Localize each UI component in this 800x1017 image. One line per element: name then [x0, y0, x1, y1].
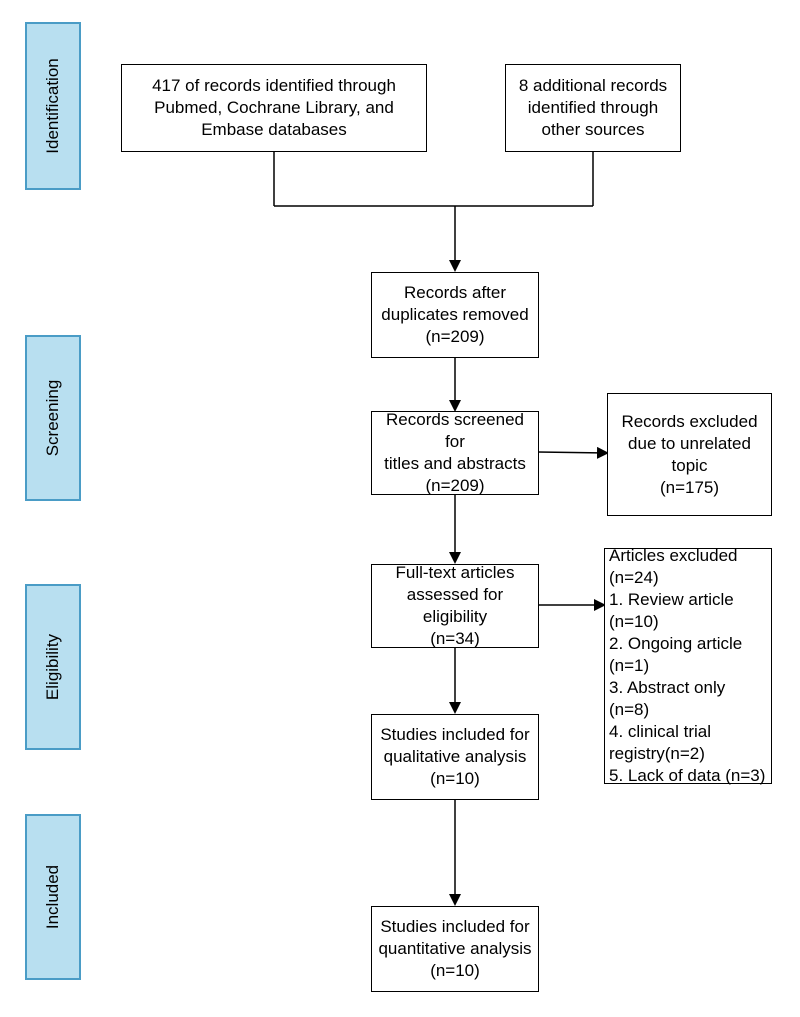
quantitative-analysis-box: Studies included for quantitative analys…	[371, 906, 539, 992]
records-screened-box: Records screened for titles and abstract…	[371, 410, 539, 495]
records-identified-databases-box: 417 of records identified through Pubmed…	[121, 64, 427, 152]
fulltext-assessed-box: Full-text articles assessed for eligibil…	[371, 563, 539, 648]
stage-eligibility: Eligibility	[25, 584, 81, 750]
qualitative-analysis-text: Studies included for qualitative analysi…	[380, 725, 530, 788]
records-screened-text: Records screened for titles and abstract…	[384, 410, 526, 495]
records-after-duplicates-box: Records after duplicates removed (n=209)	[371, 272, 539, 358]
records-after-duplicates-text: Records after duplicates removed (n=209)	[381, 283, 529, 346]
additional-records-box: 8 additional records identified through …	[505, 64, 681, 152]
additional-records-text: 8 additional records identified through …	[518, 76, 668, 139]
records-excluded-topic-text: Records excluded due to unrelated topic …	[621, 411, 758, 497]
records-identified-databases-text: 417 of records identified through Pubmed…	[152, 76, 396, 139]
stage-included: Included	[25, 814, 81, 980]
qualitative-analysis-box: Studies included for qualitative analysi…	[371, 714, 539, 800]
articles-excluded-text: Articles excluded (n=24) 1. Review artic…	[609, 546, 766, 785]
records-excluded-topic-box: Records excluded due to unrelated topic …	[607, 393, 772, 516]
arrow-to-excluded-topic	[537, 446, 609, 459]
fulltext-assessed-text: Full-text articles assessed for eligibil…	[395, 563, 515, 648]
stage-screening: Screening	[25, 335, 81, 501]
articles-excluded-box: Articles excluded (n=24) 1. Review artic…	[604, 546, 772, 785]
quantitative-analysis-text: Studies included for quantitative analys…	[378, 917, 532, 980]
stage-identification: Identification	[25, 22, 81, 190]
